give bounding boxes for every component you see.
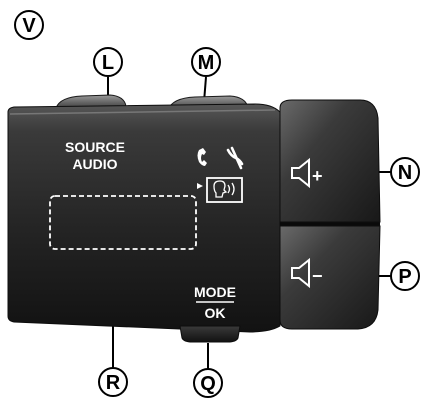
- callout-m: M: [191, 47, 221, 77]
- audio-label: AUDIO: [72, 156, 117, 172]
- speaker-up-icon: [291, 157, 310, 189]
- volume-up-button-n[interactable]: [279, 99, 381, 223]
- callout-q: Q: [193, 368, 223, 398]
- stalk-body: [7, 103, 281, 333]
- svg-text:R: R: [106, 372, 121, 394]
- voice-arrow-icon: [197, 183, 203, 189]
- voice-command-icon: [206, 177, 243, 203]
- svg-text:P: P: [398, 266, 411, 288]
- voice-head-icon: [213, 180, 228, 198]
- phone-hangup-icon: [226, 146, 244, 170]
- speaker-down-icon: [291, 257, 310, 289]
- callout-v: V: [14, 10, 44, 40]
- stalk-top-highlight: [9, 109, 276, 115]
- callout-l: L: [93, 47, 123, 77]
- volume-down-sign: −: [312, 266, 323, 286]
- svg-text:N: N: [398, 162, 412, 184]
- callout-p: P: [390, 261, 420, 291]
- mode-label: MODE: [194, 284, 236, 300]
- source-label: SOURCE: [65, 139, 125, 155]
- callout-n: N: [390, 157, 420, 187]
- display-area-r: [49, 195, 197, 250]
- svg-text:V: V: [22, 15, 36, 37]
- phone-answer-icon: [197, 148, 207, 166]
- voice-wave-icon: [227, 182, 235, 196]
- svg-text:Q: Q: [200, 373, 216, 395]
- svg-text:M: M: [198, 52, 215, 74]
- ok-label: OK: [205, 305, 226, 321]
- volume-up-sign: +: [312, 166, 323, 186]
- mode-ok-button-q[interactable]: [179, 325, 241, 343]
- volume-down-button-p[interactable]: [279, 225, 381, 330]
- svg-text:L: L: [102, 52, 114, 74]
- callout-r: R: [98, 367, 128, 397]
